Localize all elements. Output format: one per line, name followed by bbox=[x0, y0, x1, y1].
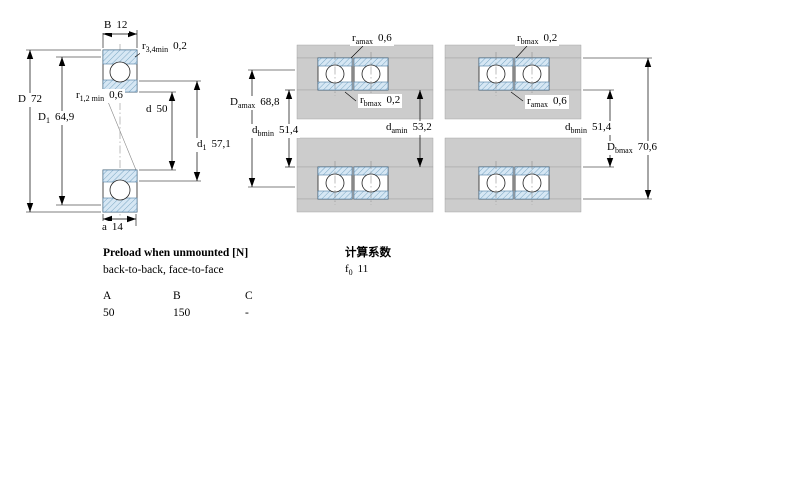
preload-table-header-B: B bbox=[173, 290, 181, 302]
dim-symbol: r bbox=[142, 40, 146, 52]
dim-symbol: d bbox=[146, 103, 152, 115]
dim-value: 14 bbox=[111, 221, 123, 233]
dim-subscript: amax bbox=[237, 101, 256, 111]
dim-label-a: a 14 bbox=[100, 221, 125, 236]
dim-subscript: bmin bbox=[570, 126, 587, 136]
dim-value: 0,6 bbox=[378, 32, 392, 44]
dim-subscript: 3,4min bbox=[145, 45, 169, 55]
dim-symbol: r bbox=[527, 95, 531, 107]
dim-value: 64,9 bbox=[54, 111, 75, 123]
dim-label-d: d 50 bbox=[144, 103, 170, 118]
dim-value: 0,2 bbox=[173, 40, 187, 52]
dim-label-D1: D1 64,9 bbox=[36, 111, 77, 126]
dim-value: 0,2 bbox=[543, 32, 558, 44]
preload-table-value-C: - bbox=[245, 307, 249, 319]
dim-symbol: D bbox=[230, 96, 238, 108]
dim-subscript: bmin bbox=[257, 129, 274, 139]
dim-subscript: bmax bbox=[614, 146, 633, 156]
dim-symbol: d bbox=[565, 121, 571, 133]
dim-value: 0,2 bbox=[386, 94, 401, 106]
preload-subtitle: back-to-back, face-to-face bbox=[103, 264, 224, 276]
dim-value: 0,6 bbox=[553, 95, 567, 107]
dim-label-ramax-right: ramax 0,6 bbox=[525, 95, 569, 110]
dim-symbol: D bbox=[607, 141, 615, 153]
dim-value: 12 bbox=[116, 19, 128, 31]
dim-symbol: r bbox=[360, 94, 364, 106]
dim-value: 57,1 bbox=[211, 138, 231, 150]
preload-title: Preload when unmounted [N] bbox=[103, 247, 249, 259]
dim-subscript: amax bbox=[355, 37, 373, 47]
dim-symbol: d bbox=[386, 121, 392, 133]
dim-subscript: bmax bbox=[520, 37, 539, 47]
preload-table-header-A: A bbox=[103, 290, 112, 302]
dim-subscript: bmax bbox=[363, 99, 382, 109]
dim-subscript: 1 bbox=[45, 116, 50, 126]
dim-value: 72 bbox=[30, 93, 42, 105]
dim-symbol: D bbox=[38, 111, 46, 123]
dim-subscript: amax bbox=[530, 100, 548, 110]
preload-table-header-C: C bbox=[245, 290, 253, 302]
dim-symbol: a bbox=[102, 221, 107, 233]
dim-symbol: r bbox=[517, 32, 521, 44]
dim-symbol: r bbox=[76, 89, 80, 101]
dim-label-damin: damin 53,2 bbox=[384, 121, 434, 136]
dim-label-D: D 72 bbox=[16, 93, 44, 108]
dim-value: 53,2 bbox=[412, 121, 432, 133]
dim-label-dbmin-right: dbmin 51,4 bbox=[563, 121, 614, 136]
dim-label-r34min: r3,4min 0,2 bbox=[140, 40, 189, 55]
dim-subscript: 1 bbox=[202, 143, 207, 153]
dim-value: 51,4 bbox=[278, 124, 299, 136]
dim-subscript: amin bbox=[391, 126, 408, 136]
dim-value: 51,4 bbox=[591, 121, 612, 133]
dim-label-Dbmax: Dbmax 70,6 bbox=[605, 141, 659, 156]
dim-symbol: B bbox=[104, 19, 112, 31]
dim-label-r12min: r1,2 min 0,6 bbox=[74, 89, 125, 104]
dim-value: 11 bbox=[357, 263, 369, 275]
preload-table-value-B: 150 bbox=[173, 307, 191, 319]
dim-symbol: D bbox=[18, 93, 26, 105]
bearing-cross-section bbox=[26, 30, 201, 226]
dim-label-rbmax-mid: rbmax 0,2 bbox=[358, 94, 403, 109]
arrangement-back-to-back bbox=[248, 44, 434, 213]
dim-label-B: B 12 bbox=[102, 19, 130, 34]
dim-symbol: d bbox=[197, 138, 203, 150]
arrangement-face-to-face bbox=[444, 44, 652, 213]
dim-value: 50 bbox=[156, 103, 168, 115]
dim-symbol: r bbox=[352, 32, 356, 44]
dim-subscript: 1,2 min bbox=[79, 94, 105, 104]
dim-value: 68,8 bbox=[260, 96, 280, 108]
dim-label-ramax-mid: ramax 0,6 bbox=[350, 32, 394, 47]
dim-subscript: 0 bbox=[348, 268, 353, 278]
factor-f0: f0 11 bbox=[343, 263, 370, 277]
dim-label-rbmax-right: rbmax 0,2 bbox=[515, 32, 560, 47]
dim-value: 0,6 bbox=[109, 89, 123, 101]
dim-label-Damax: Damax 68,8 bbox=[228, 96, 282, 111]
dim-label-d1: d1 57,1 bbox=[195, 138, 233, 153]
preload-table-value-A: 50 bbox=[103, 307, 115, 319]
dim-symbol: f bbox=[345, 263, 349, 275]
dim-value: 70,6 bbox=[637, 141, 657, 153]
calculation-factors-title: 计算系数 bbox=[345, 247, 391, 259]
dim-label-dbmin-mid: dbmin 51,4 bbox=[250, 124, 301, 139]
dim-symbol: d bbox=[252, 124, 258, 136]
